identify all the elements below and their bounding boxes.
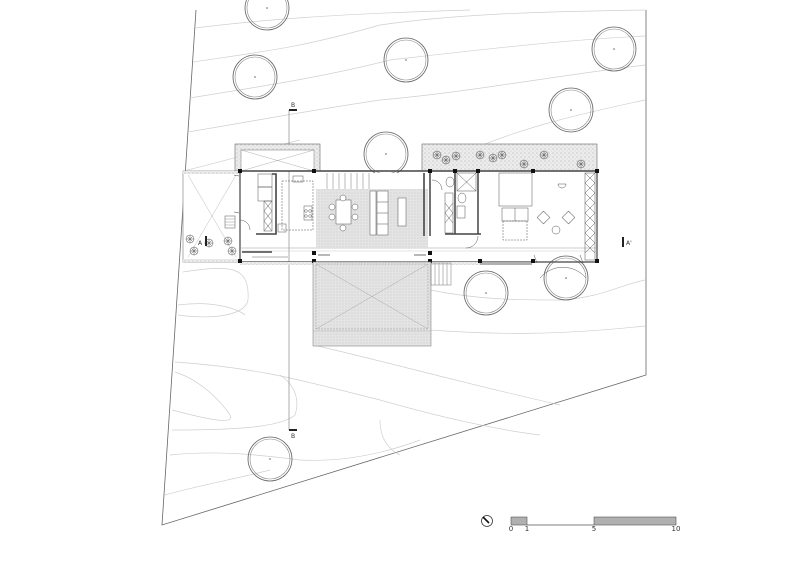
kitchen [233,173,314,235]
site-boundary [161,9,647,526]
section-b-top-label: B [291,102,295,109]
section-a-right-label: A' [626,240,632,247]
north-arrow-icon [481,515,493,527]
exterior-stairs [430,262,452,286]
living-dining-area [316,173,428,256]
section-a-left-label: A [198,240,203,247]
scale-tick-5: 5 [591,525,597,533]
bathroom [429,172,481,249]
north-planter-right [421,143,598,172]
scale-bar [510,516,677,526]
section-marker-a-left: A [198,236,207,247]
section-b-bottom-label: B [291,433,295,440]
courtyard [312,261,432,347]
bedroom [498,172,596,279]
house-outline [182,169,599,265]
trees [232,0,637,482]
scale-tick-10: 10 [671,525,681,533]
scale-tick-0: 0 [508,525,514,533]
north-planter-left [234,143,321,172]
scale-tick-1: 1 [524,525,530,533]
west-bench [242,251,288,258]
section-marker-a-right: A' [622,237,632,247]
contour-lines [164,9,646,496]
